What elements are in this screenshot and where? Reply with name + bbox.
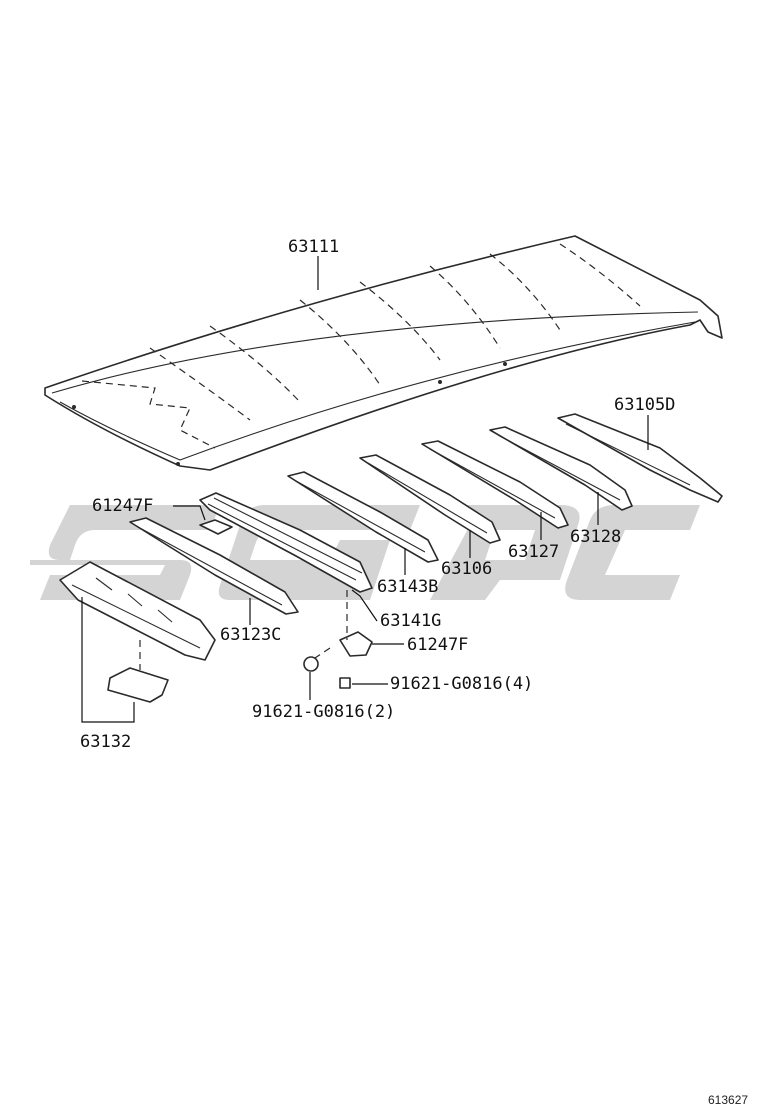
label-roof-bow-rear: 63105D — [614, 395, 675, 415]
bracket-upper[interactable] — [199, 519, 233, 535]
label-roof-bow-2: 63143B — [377, 577, 438, 597]
roof-bow-4[interactable] — [421, 440, 569, 529]
label-roof-bow-1: 63141G — [380, 611, 441, 631]
bracket-lower[interactable] — [339, 631, 373, 657]
document-id: 613627 — [708, 1093, 748, 1107]
roof-bow-3[interactable] — [359, 454, 501, 544]
front-roof-rail[interactable] — [129, 517, 299, 615]
leader-lines — [81, 256, 649, 723]
label-clip-left: 91621-G0816(2) — [252, 702, 395, 722]
label-roof-panel: 63111 — [288, 237, 339, 257]
roof-bow-rear[interactable] — [557, 413, 723, 503]
header-bracket[interactable] — [107, 667, 169, 703]
label-front-roof-rail: 63123C — [220, 625, 281, 645]
label-bracket-upper: 61247F — [92, 496, 153, 516]
roof-panel[interactable] — [44, 235, 723, 471]
label-roof-bow-3: 63106 — [441, 559, 492, 579]
roof-bow-2[interactable] — [287, 471, 439, 563]
roof-bow-5[interactable] — [489, 426, 633, 511]
label-bracket-lower: 61247F — [407, 635, 468, 655]
label-clip-right: 91621-G0816(4) — [390, 674, 533, 694]
label-header-panel: 63132 — [80, 732, 131, 752]
label-roof-bow-4: 63127 — [508, 542, 559, 562]
roof-bow-1[interactable] — [199, 492, 373, 593]
clip-right[interactable] — [339, 677, 351, 689]
label-roof-bow-5: 63128 — [570, 527, 621, 547]
roof-header-panel[interactable] — [59, 561, 216, 661]
clip-left[interactable] — [303, 656, 319, 672]
